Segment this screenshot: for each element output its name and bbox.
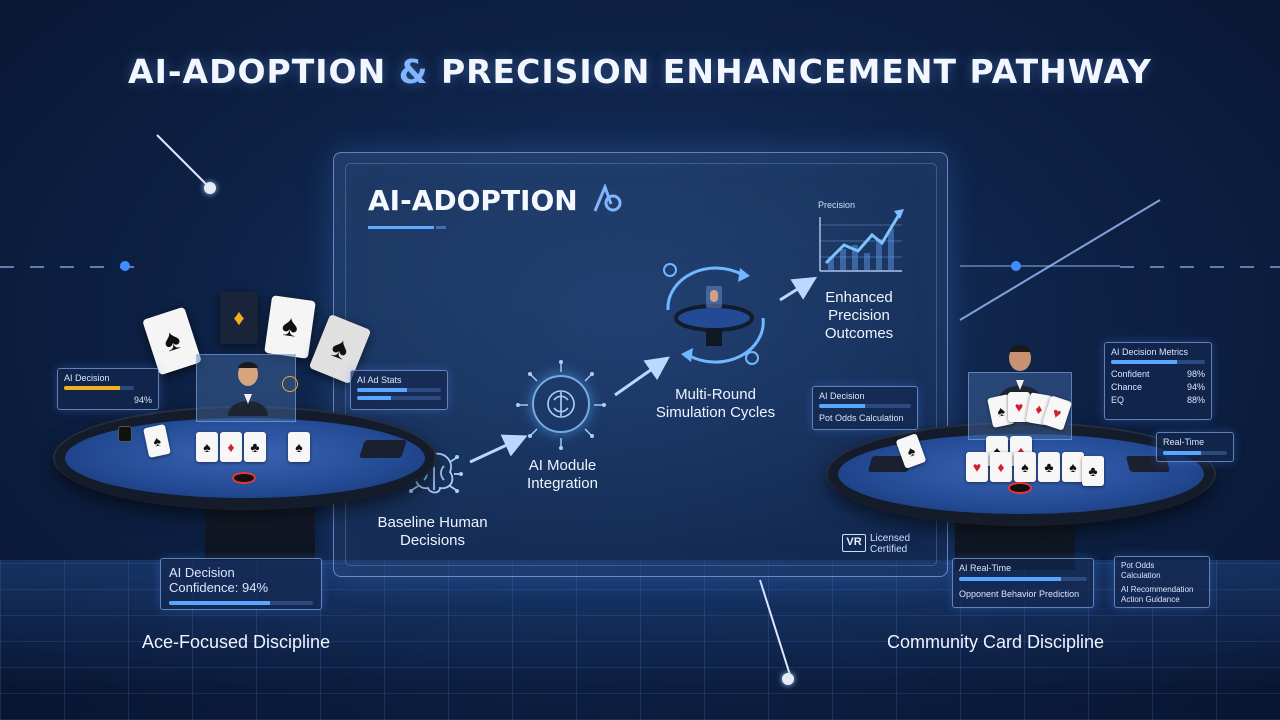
right-hud-pot-line1: Pot Odds xyxy=(1121,561,1155,570)
panel-underline xyxy=(368,226,434,229)
dealer-button xyxy=(118,426,132,442)
left-player-avatar xyxy=(228,362,268,416)
vr-badge: VR xyxy=(842,534,866,552)
left-hud-stats-title: AI Ad Stats xyxy=(357,375,402,385)
right-hud-pot-line2: Calculation xyxy=(1121,571,1161,580)
right-hud-metrics-title: AI Decision Metrics xyxy=(1111,347,1189,357)
board-card: ♠ xyxy=(196,432,218,462)
board-card: ♦ xyxy=(990,452,1012,482)
board-card: ♠ xyxy=(1014,452,1036,482)
step-ai-module-label: AI Module Integration xyxy=(527,457,598,492)
right-hud-live: AI Real-Time Opponent Behavior Predictio… xyxy=(952,558,1094,608)
left-hud-decision: AI Decision 94% xyxy=(57,368,159,410)
right-hud-side-title: Real-Time xyxy=(1163,437,1205,447)
panel-title: AI-ADOPTION xyxy=(368,182,625,217)
certified-text: Licensed Certified xyxy=(870,533,911,555)
hand-card: ♥ xyxy=(1008,392,1030,422)
left-hud-confidence-line1: AI Decision xyxy=(169,565,235,580)
right-hud-side: Real-Time xyxy=(1156,432,1234,462)
floating-card-spade-2: ♠ xyxy=(264,295,316,359)
right-hud-calc-text: Pot Odds Calculation xyxy=(819,413,904,423)
chip-stack xyxy=(232,472,256,484)
board-card: ♣ xyxy=(1038,452,1060,482)
chip-icon xyxy=(282,376,298,392)
left-hud-confidence: AI Decision Confidence: 94% xyxy=(160,558,322,610)
right-hud-pot-line4: Action Guidance xyxy=(1121,595,1180,604)
node-dot xyxy=(782,673,794,685)
board-card: ♣ xyxy=(244,432,266,462)
left-caption: Ace-Focused Discipline xyxy=(142,632,331,652)
right-hud-live-title: AI Real-Time xyxy=(959,563,1012,573)
right-hud-pot-line3: AI Recommendation xyxy=(1121,585,1194,594)
right-hud-calc-title: AI Decision xyxy=(819,391,865,401)
step-outcomes-label: Enhanced Precision Outcomes xyxy=(824,289,894,342)
right-caption: Community Card Discipline xyxy=(887,632,1105,652)
board-card: ♠ xyxy=(1062,452,1084,482)
node-dot xyxy=(204,182,216,194)
ai-chip-icon xyxy=(532,375,590,433)
growth-chart-icon xyxy=(819,209,904,272)
chip-stack xyxy=(1008,482,1032,494)
board-card: ♠ xyxy=(288,432,310,462)
board-card: ♥ xyxy=(966,452,988,482)
panel-underline-accent xyxy=(436,226,446,229)
step-simulation-label: Multi-Round Simulation Cycles xyxy=(655,386,776,421)
left-hud-stat: 94% xyxy=(133,395,152,405)
step-baseline-label: Baseline Human Decisions xyxy=(377,514,488,549)
right-hud-live-text: Opponent Behavior Prediction xyxy=(959,589,1080,599)
cycle-icon xyxy=(663,263,765,365)
page-title: AI-ADOPTION & PRECISION ENHANCEMENT PATH… xyxy=(128,52,1152,91)
board-card: ♣ xyxy=(1082,456,1104,486)
left-hud-confidence-line2: Confidence: 94% xyxy=(169,580,269,595)
dashed-line-left xyxy=(0,266,140,268)
confidence-bar xyxy=(169,601,313,605)
ai-chip-rays xyxy=(516,360,606,450)
adoption-panel xyxy=(333,152,948,577)
left-hud-decision-title: AI Decision xyxy=(64,373,110,383)
board-card: ♦ xyxy=(220,432,242,462)
ai-logo-icon xyxy=(594,182,622,212)
right-hud-calc: AI Decision Pot Odds Calculation xyxy=(812,386,918,430)
chart-label: Precision xyxy=(818,200,856,210)
card-shoe xyxy=(359,440,407,458)
left-hud-stats: AI Ad Stats xyxy=(350,370,448,410)
live-bar xyxy=(959,577,1087,581)
floating-card-ace-diamond: ♦ xyxy=(220,292,258,344)
dashed-line-right xyxy=(1120,266,1280,268)
right-hud-pot: Pot Odds Calculation AI Recommendation A… xyxy=(1114,556,1210,608)
